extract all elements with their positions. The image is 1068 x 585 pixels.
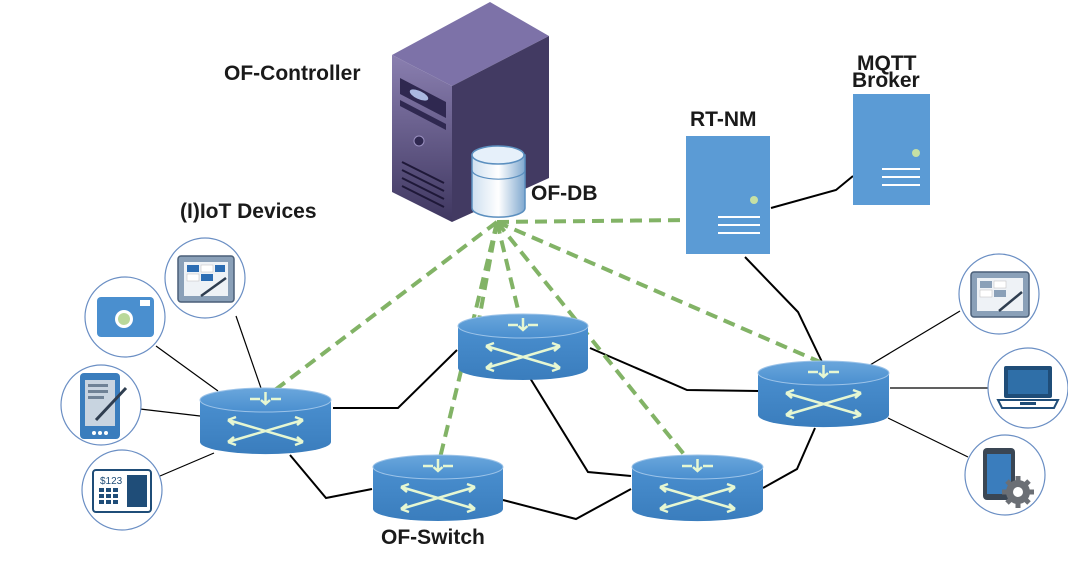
control-link-switch2: [479, 222, 497, 320]
tablet-device-right-icon: [959, 254, 1039, 334]
link-tablet1: [236, 316, 262, 391]
link-switch1-switch3: [290, 455, 372, 498]
switch-5-icon: [758, 361, 889, 427]
of-db-database-icon: [472, 146, 525, 217]
link-camera: [156, 346, 218, 391]
payment-terminal-device-icon: $123: [82, 450, 162, 530]
laptop-device-icon: [988, 348, 1068, 428]
smartphone-settings-device-icon: [965, 435, 1045, 515]
switch-4-icon: [632, 455, 763, 521]
link-rtnm-mqtt: [771, 176, 853, 208]
tablet-device-icon: [165, 238, 245, 318]
mqtt-label-line2: Broker: [852, 69, 920, 92]
camera-device-icon: [85, 277, 165, 357]
control-link-rtnm: [497, 220, 686, 222]
link-switch1-switch2: [333, 350, 457, 408]
of-controller-label: OF-Controller: [224, 62, 361, 85]
switch-3-icon: [373, 455, 503, 521]
switch-2-icon: [458, 314, 588, 380]
link-switch2-switch5: [590, 348, 758, 391]
of-db-label: OF-DB: [531, 182, 598, 205]
link-payment-terminal: [160, 453, 214, 476]
iot-devices-label: (I)IoT Devices: [180, 200, 317, 223]
terminal-price-text: $123: [100, 476, 123, 487]
link-switch2-switch4: [530, 378, 631, 476]
of-switch-label: OF-Switch: [381, 526, 485, 549]
link-phone: [888, 418, 968, 457]
link-tablet2: [870, 311, 960, 365]
rt-nm-label: RT-NM: [690, 108, 757, 131]
pda-device-icon: [61, 365, 141, 445]
rt-nm-server-icon: [686, 136, 770, 254]
link-switch4-switch5: [763, 428, 815, 488]
mqtt-broker-server-icon: [853, 94, 930, 205]
link-switch3-switch4: [503, 489, 631, 519]
link-pda: [140, 409, 200, 416]
switch-1-icon: [200, 388, 331, 454]
